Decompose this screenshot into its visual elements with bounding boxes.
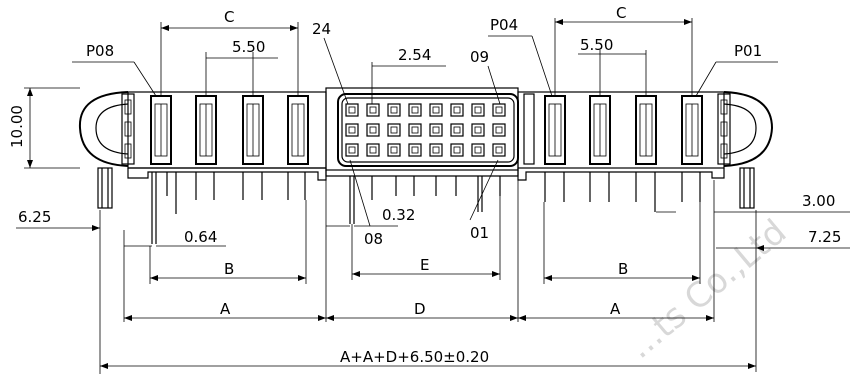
- left-module: [78, 91, 327, 244]
- dim-a-left: A: [220, 300, 231, 318]
- right-module: [517, 91, 774, 212]
- dim-offset-right-2: 7.25: [808, 228, 841, 246]
- center-contact-grid: [345, 103, 506, 157]
- label-pin-01: 01: [470, 224, 489, 242]
- dimension-lines: [16, 18, 850, 374]
- right-slot-3: [589, 95, 611, 165]
- dim-d-center: D: [414, 300, 426, 318]
- label-p08: P08: [86, 42, 114, 60]
- dim-offset-left: 6.25: [18, 208, 51, 226]
- dim-total: A+A+D+6.50±0.20: [340, 348, 489, 366]
- left-slot-1: [150, 95, 172, 165]
- left-slot-2: [195, 95, 217, 165]
- label-p04: P04: [490, 16, 518, 34]
- dim-b-left: B: [224, 260, 234, 278]
- dim-pitch-right: 5.50: [580, 36, 613, 54]
- left-pins: [97, 167, 306, 244]
- dim-pitch-left: 5.50: [232, 38, 265, 56]
- center-module: [325, 87, 519, 224]
- dim-b-right: B: [618, 260, 628, 278]
- right-slot-2: [635, 95, 657, 165]
- dim-pitch-center: 2.54: [398, 46, 431, 64]
- right-slot-4: [544, 95, 566, 165]
- right-pins: [544, 167, 755, 212]
- arrowheads: [27, 19, 764, 369]
- callout-labels: P08 P04 P01 24 09 08 01: [86, 16, 762, 248]
- dim-c-right: C: [616, 4, 626, 22]
- dim-a-right: A: [610, 300, 621, 318]
- watermark: ...ts Co.,Ltd: [620, 212, 794, 367]
- left-slot-3: [242, 95, 264, 165]
- dim-pin-width: 0.64: [184, 228, 217, 246]
- dim-offset-right-1: 3.00: [802, 192, 835, 210]
- left-slot-4: [287, 95, 309, 165]
- dim-height: 10.00: [8, 105, 26, 148]
- dim-e-center: E: [420, 256, 429, 274]
- dimension-texts: C 5.50 C 5.50 2.54 10.00 6.25 0.64 0.32 …: [8, 4, 841, 366]
- dim-pin-offset: 0.32: [382, 206, 415, 224]
- dim-c-left: C: [224, 8, 234, 26]
- label-pin-24: 24: [312, 20, 331, 38]
- label-pin-08: 08: [364, 230, 383, 248]
- label-p01: P01: [734, 42, 762, 60]
- right-slot-1: [681, 95, 703, 165]
- label-pin-09: 09: [470, 48, 489, 66]
- center-pins: [349, 176, 501, 224]
